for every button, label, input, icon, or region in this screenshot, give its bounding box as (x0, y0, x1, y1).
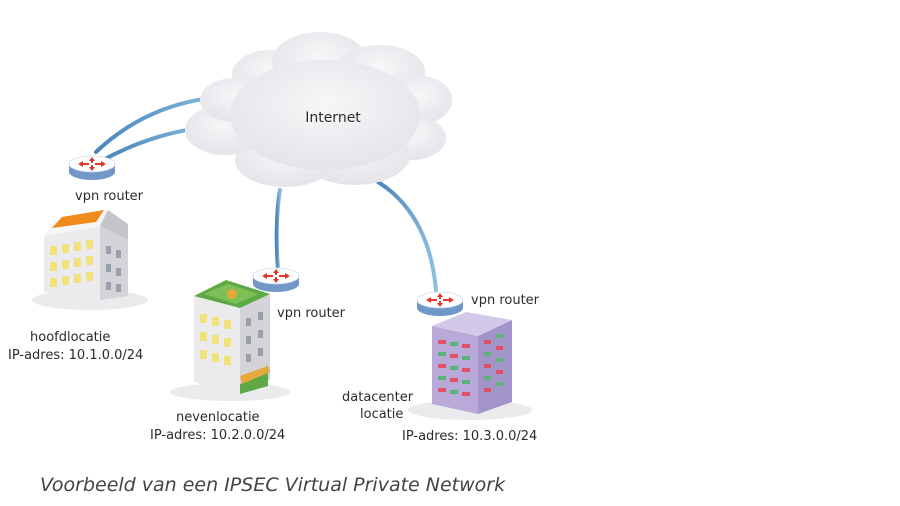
nevenlocatie-building-icon (170, 280, 290, 401)
datacenter-building-icon (408, 312, 532, 420)
site-name-datacenter-line2: locatie (360, 407, 404, 422)
site-ip-nevenlocatie: IP-adres: 10.2.0.0/24 (150, 428, 286, 443)
site-name-nevenlocatie: nevenlocatie (176, 410, 260, 425)
router-label-nevenlocatie: vpn router (277, 306, 346, 321)
router-label-hoofdlocatie: vpn router (75, 189, 144, 204)
site-ip-hoofdlocatie: IP-adres: 10.1.0.0/24 (8, 348, 144, 363)
router-icon-nevenlocatie (252, 267, 300, 293)
site-ip-datacenter: IP-adres: 10.3.0.0/24 (402, 429, 538, 444)
link-nevenlocatie (274, 188, 282, 270)
internet-cloud (185, 32, 452, 187)
diagram-caption: Voorbeeld van een IPSEC Virtual Private … (40, 474, 506, 496)
link-datacenter (376, 180, 438, 292)
cloud-label: Internet (305, 110, 361, 126)
router-icon-datacenter (416, 291, 464, 317)
site-name-hoofdlocatie: hoofdlocatie (30, 330, 111, 345)
router-icon-hoofdlocatie (68, 155, 116, 181)
hoofdlocatie-building-icon (32, 210, 148, 310)
site-name-datacenter-line1: datacenter (342, 390, 414, 405)
router-label-datacenter: vpn router (471, 293, 540, 308)
